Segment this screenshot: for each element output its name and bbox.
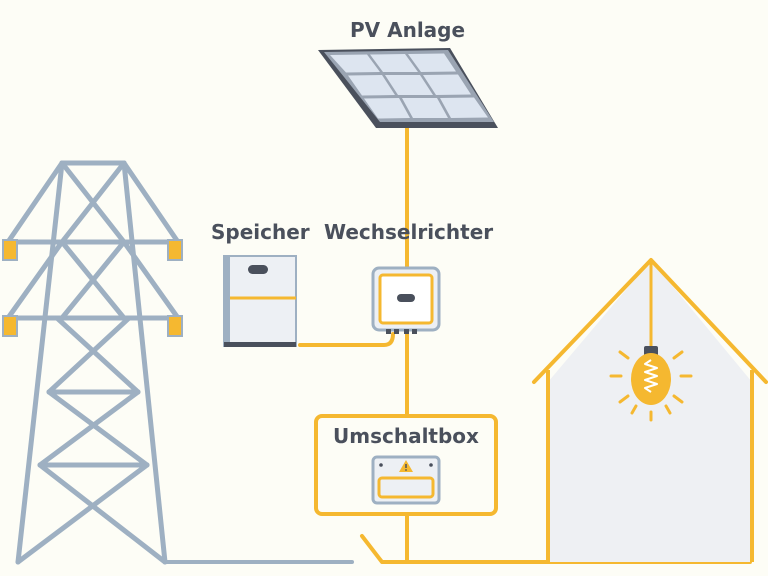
switchbox-screw (429, 463, 433, 467)
inverter (371, 266, 441, 334)
solar-panel (318, 48, 498, 128)
insulator-right-lower (167, 315, 183, 337)
light-bulb-icon (609, 346, 693, 422)
pv-label: PV Anlage (350, 18, 466, 42)
switchbox-breaker (377, 476, 435, 499)
storage-foot (224, 342, 296, 347)
pylon-insulators (2, 239, 183, 337)
insulator-left-lower (2, 315, 18, 337)
inverter-label: Wechselrichter (324, 220, 494, 244)
bulb-filament (644, 359, 658, 393)
wire-storage-to-inverter (298, 332, 395, 347)
switchbox-device (371, 455, 441, 505)
switchbox-label: Umschaltbox (333, 424, 479, 448)
storage-side-stripe (224, 256, 230, 346)
switchbox-screw (379, 463, 383, 467)
solar-panel-cells (330, 53, 488, 119)
storage-label: Speicher (211, 220, 310, 244)
house-roof (532, 258, 768, 384)
insulator-left-upper (2, 239, 18, 261)
inverter-connectors (386, 329, 417, 334)
inverter-display (397, 294, 415, 302)
storage-display (248, 265, 268, 274)
insulator-right-upper (167, 239, 183, 261)
bulb-rays (609, 350, 693, 422)
storage-battery (223, 255, 297, 347)
power-pylon (5, 160, 181, 565)
switchbox (314, 414, 498, 516)
